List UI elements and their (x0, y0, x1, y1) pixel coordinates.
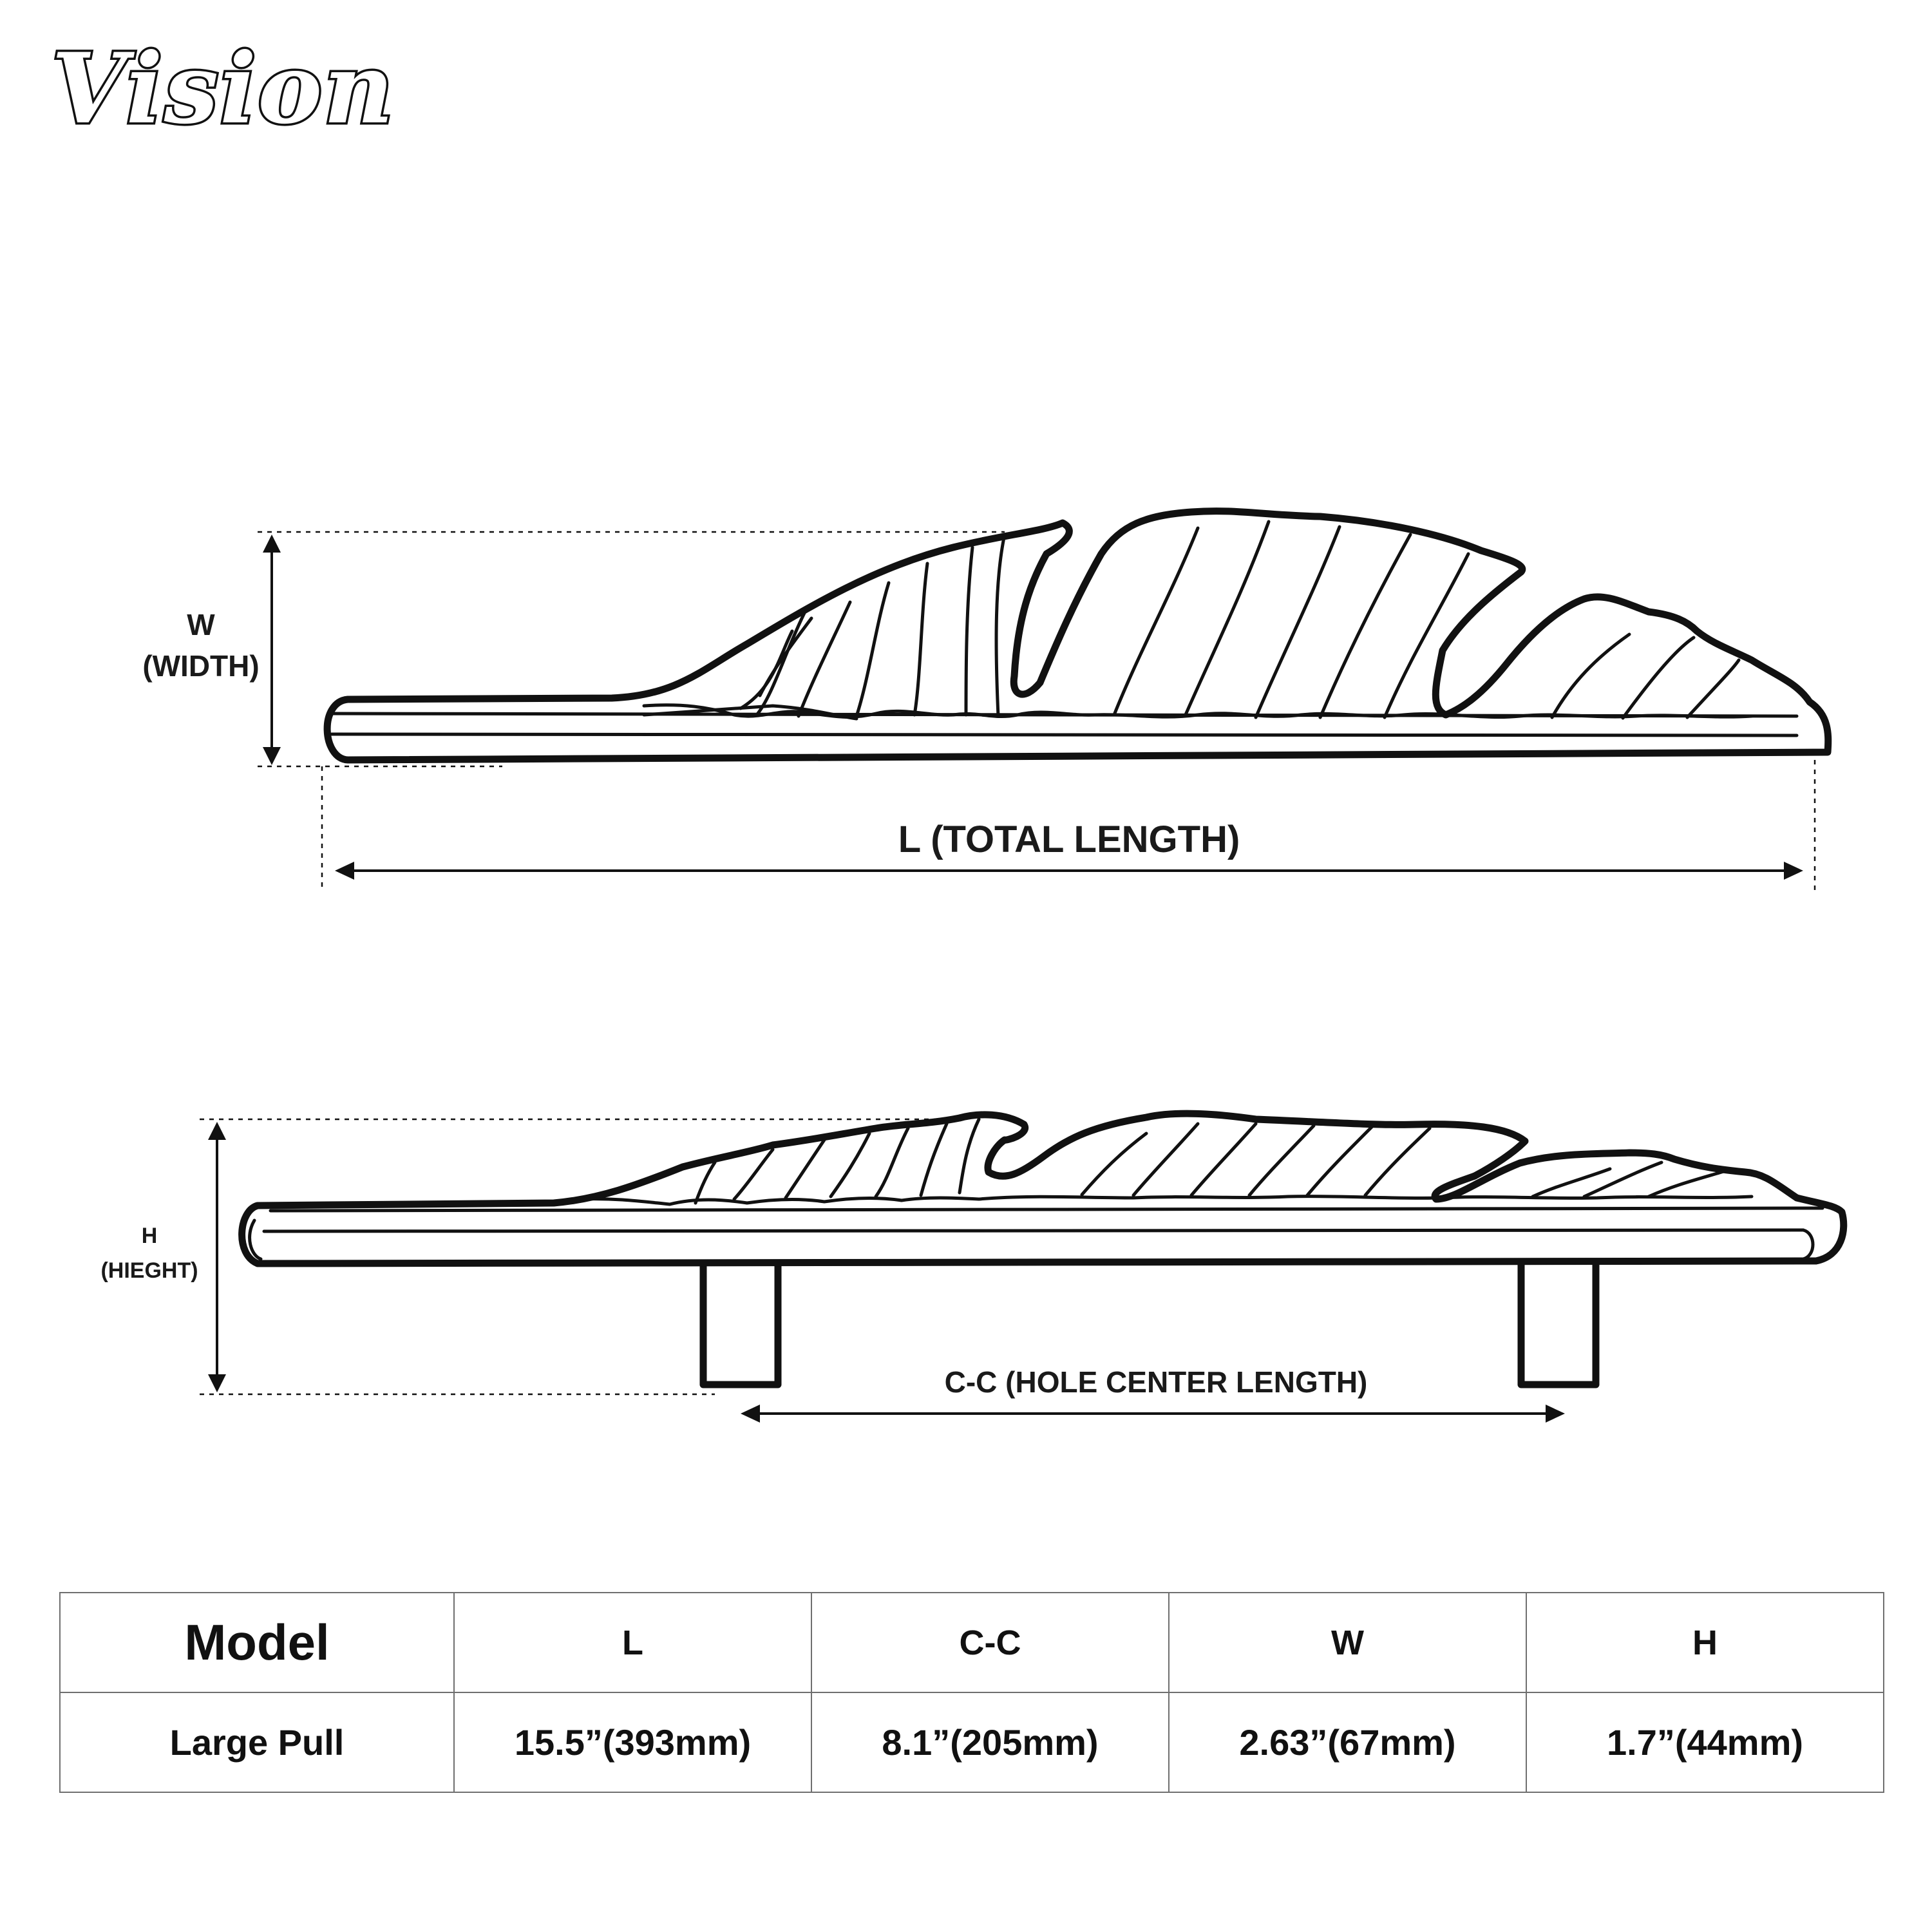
cc-label: C-C (HOLE CENTER LENGTH) (945, 1365, 1368, 1399)
header-cc: C-C (811, 1592, 1170, 1693)
cell-width: 2.63”(67mm) (1168, 1692, 1527, 1793)
height-dimension: H (HIEGHT) (100, 1118, 953, 1396)
cell-cc: 8.1”(205mm) (811, 1692, 1170, 1793)
header-model: Model (59, 1592, 455, 1693)
cell-height: 1.7”(44mm) (1526, 1692, 1884, 1793)
length-dimension: L (TOTAL LENGTH) (321, 760, 1816, 892)
height-label-text: (HIEGHT) (100, 1258, 198, 1283)
table-row: Large Pull 15.5”(393mm) 8.1”(205mm) 2.63… (59, 1692, 1884, 1793)
top-view-handle (323, 507, 1832, 764)
width-dimension: W (WIDTH) (142, 531, 1005, 768)
spec-table: Model L C-C W H Large Pull 15.5”(393mm) … (59, 1592, 1884, 1793)
header-length: L (453, 1592, 812, 1693)
cc-dimension: C-C (HOLE CENTER LENGTH) (741, 1365, 1565, 1423)
height-label-letter: H (142, 1224, 158, 1248)
vision-logo: Vision (50, 30, 396, 148)
side-view-handle (238, 1110, 1848, 1388)
header-width: W (1168, 1592, 1527, 1693)
spec-table-header-row: Model L C-C W H (59, 1592, 1884, 1693)
cell-length: 15.5”(393mm) (453, 1692, 812, 1793)
logo-text: Vision (52, 32, 395, 146)
dimension-drawing: W (WIDTH) L (TOTAL LENGTH) (100, 507, 1848, 1423)
length-label: L (TOTAL LENGTH) (898, 819, 1240, 860)
header-height: H (1526, 1592, 1884, 1693)
width-label-text: (WIDTH) (142, 649, 259, 683)
cell-model: Large Pull (59, 1692, 455, 1793)
width-label-letter: W (187, 608, 215, 641)
